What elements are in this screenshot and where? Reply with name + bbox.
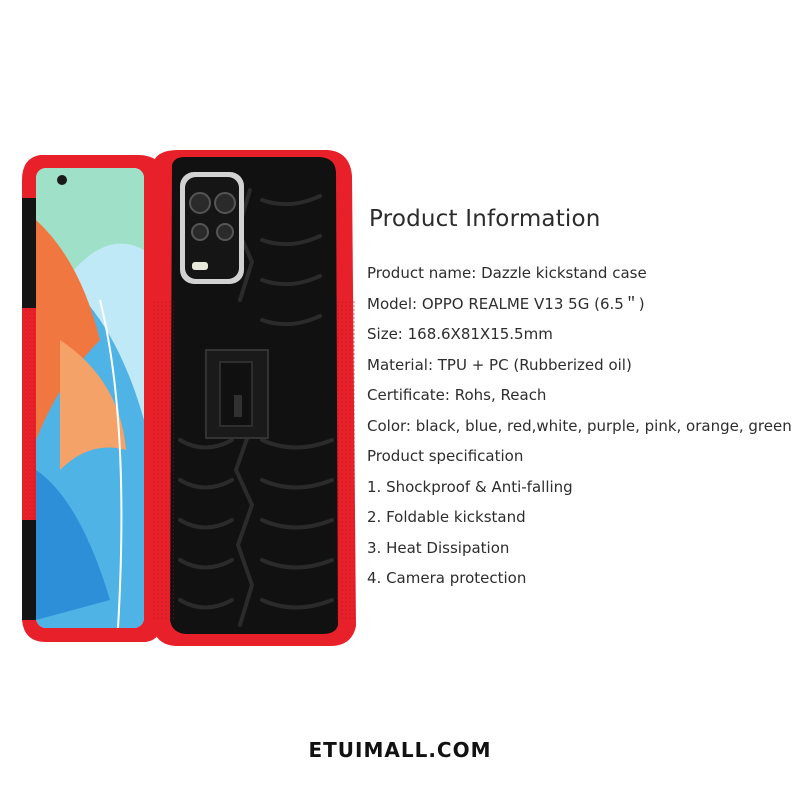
product-information-panel: Product Information Product name: Dazzle…: [367, 206, 792, 594]
camera-lens-2-icon: [214, 192, 236, 214]
spec-item-shockproof: 1. Shockproof & Anti-falling: [367, 477, 573, 496]
front-side-button-black-low: [22, 520, 40, 620]
camera-lens-4-icon: [216, 223, 234, 241]
color-line: Color: black, blue, red,white, purple, p…: [367, 416, 792, 435]
product-specification-heading: Product specification: [367, 447, 524, 465]
back-right-grip: [336, 300, 356, 620]
model-line: Model: OPPO REALME V13 5G (6.5＂): [367, 294, 645, 313]
spec-item-kickstand: 2. Foldable kickstand: [367, 508, 526, 526]
material-line: Material: TPU + PC (Rubberized oil): [367, 355, 632, 374]
store-watermark: ETUIMALL.COM: [308, 738, 492, 762]
kickstand-icon: [205, 349, 269, 439]
spec-item-camera-protection: 4. Camera protection: [367, 569, 527, 587]
certificate-line: Certificate: Rohs, Reach: [367, 386, 547, 404]
camera-lens-3-icon: [191, 223, 209, 241]
product-information-title: Product Information: [369, 206, 601, 232]
front-phone: [22, 155, 162, 642]
front-side-button-black: [22, 198, 40, 308]
product-name-line: Product name: Dazzle kickstand case: [367, 264, 647, 282]
tire-tread-pattern: [178, 188, 334, 627]
back-phone: [152, 150, 356, 646]
back-left-grip: [152, 300, 174, 620]
camera-lens-1-icon: [189, 192, 211, 214]
size-line: Size: 168.6X81X15.5mm: [367, 325, 553, 343]
spec-item-heat-dissipation: 3. Heat Dissipation: [367, 538, 510, 557]
front-screen: [36, 168, 144, 628]
product-information-list: Product name: Dazzle kickstand case Mode…: [367, 258, 792, 594]
front-camera-icon: [57, 175, 67, 185]
camera-flash-icon: [192, 262, 208, 270]
